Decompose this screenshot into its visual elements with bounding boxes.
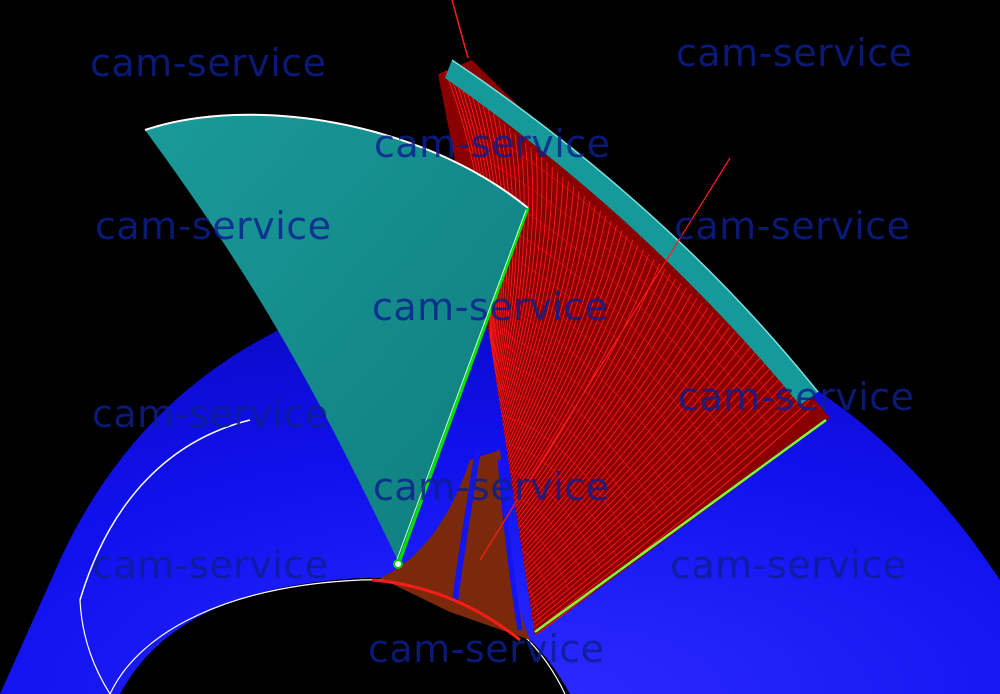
toolpath-hatch-line	[525, 336, 741, 577]
toolpath-hatch-line	[501, 162, 548, 422]
toolpath-hatch-line	[510, 225, 618, 478]
toolpath-hatch-line	[524, 331, 735, 572]
hub-outline	[79, 419, 251, 601]
toolpath-hatch-line	[499, 142, 529, 405]
toolpath-hatch-line	[497, 128, 518, 392]
toolpath-hatch-line	[507, 201, 591, 457]
toolpath-cross-line	[485, 413, 633, 543]
toolpath-hatch-line	[530, 375, 784, 611]
toolpath-cross-line	[476, 295, 694, 491]
toolpath-hatch-line	[520, 297, 698, 542]
toolpath-cross-line	[474, 266, 709, 478]
toolpath-hatch-line	[534, 399, 810, 633]
toolpath-hatch-line	[498, 137, 525, 401]
toolpath-hatch-line	[517, 273, 671, 521]
toolpath-hatch-line	[526, 341, 746, 581]
toolpath-hatch-line	[516, 268, 666, 517]
toolpath-hatch-line	[522, 312, 714, 555]
blade-shroud-edge	[451, 59, 819, 393]
toolpath-hatch-line	[511, 230, 623, 482]
toolpath-hatch-line	[533, 394, 805, 628]
toolpath-hatch-line	[529, 365, 773, 603]
toolpath-cross-line	[481, 354, 663, 517]
toolpath-hatch-line	[500, 152, 538, 414]
toolpath-hatch-line	[513, 244, 639, 495]
toolpath-hatch-line	[509, 215, 607, 469]
toolpath-hatch-line	[515, 264, 660, 512]
toolpath-hatch-line	[504, 181, 569, 439]
toolpath-hatch-line	[521, 307, 709, 551]
toolpath-hatch-line	[524, 327, 730, 568]
toolpath-hatch-line	[519, 293, 693, 538]
toolpath-hatch-line	[522, 317, 719, 560]
toolpath-hatch-line	[515, 259, 655, 508]
toolpath-line-1	[451, 0, 469, 59]
toolpath-hatch-line	[514, 254, 650, 504]
toolpath-hatch-line	[501, 157, 543, 418]
toolpath-hatch-line	[509, 220, 612, 474]
toolpath-hatch-line	[503, 176, 564, 435]
toolpath-hatch-line	[517, 278, 676, 525]
toolpath-hatch-line	[511, 234, 628, 487]
hub-lower-outline	[79, 599, 111, 694]
toolpath-hatch-line	[508, 210, 601, 465]
toolpath-hatch-line	[528, 356, 762, 594]
toolpath-hatch-line	[532, 390, 800, 624]
toolpath-hatch-line	[531, 380, 789, 615]
main-blade	[144, 113, 530, 569]
toolpath-hatch-line	[523, 322, 725, 564]
toolpath-hatch-line	[526, 346, 752, 585]
toolpath-hatch-line	[500, 147, 534, 409]
toolpath-green-edge	[534, 418, 827, 634]
floor-material	[380, 450, 530, 640]
main-blade-leading-edge	[396, 207, 530, 566]
blade-shroud-band	[445, 60, 818, 405]
toolpath-line-2	[479, 157, 731, 561]
main-blade-top-edge	[144, 113, 529, 209]
toolpath-hatch-line	[527, 351, 757, 590]
floor-groove-2	[497, 459, 523, 631]
toolpath-hatch-line	[534, 404, 816, 636]
floor-groove	[452, 449, 481, 603]
toolpath-hatch-line	[518, 283, 682, 530]
toolpath-hatch-line	[532, 385, 794, 620]
toolpath-hatch-line	[519, 288, 687, 534]
toolpath-cross-line	[483, 383, 648, 530]
toolpath-hatch-line	[503, 171, 559, 431]
toolpath-hatch-line	[502, 167, 553, 426]
blade-tip-point	[393, 559, 403, 569]
toolpath-cross-line	[478, 325, 678, 504]
toolpath-hatch-line	[520, 302, 703, 547]
toolpath-cross-line	[462, 119, 785, 414]
toolpath-hatch-line	[512, 239, 634, 491]
main-blade-leading-edge-hl	[395, 209, 527, 563]
toolpath-hatch-line	[498, 133, 521, 396]
cut-edge	[371, 578, 521, 642]
toolpath-cross-line	[464, 148, 770, 427]
toolpath-hatch-line	[506, 196, 585, 452]
toolpath-hatch-line	[507, 205, 596, 461]
toolpath-hatch-line	[530, 370, 778, 607]
toolpath-hatch-line	[505, 186, 575, 444]
